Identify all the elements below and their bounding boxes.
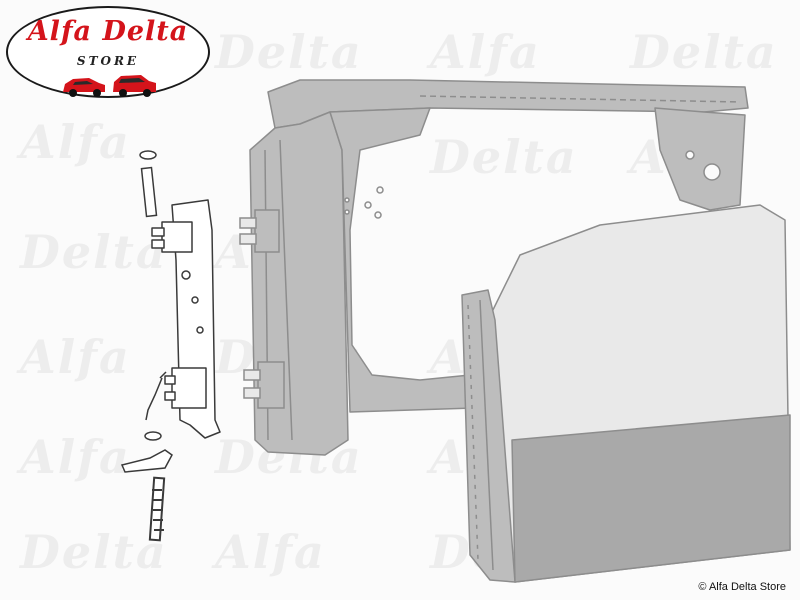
logo-brand-text: Alfa Delta <box>27 16 189 47</box>
logo-oval <box>6 6 210 98</box>
red-cars-icon <box>63 75 156 97</box>
hinge-plate <box>151 199 221 439</box>
frame-hinge-upper <box>239 209 280 253</box>
check-spring <box>145 371 167 421</box>
store-logo[interactable]: Alfa Delta STORE <box>6 6 212 100</box>
hinge-pin-lower <box>148 476 166 542</box>
door-panel <box>461 204 791 583</box>
frame-hinge-lower <box>243 361 285 409</box>
hinge-pin-upper <box>139 150 158 218</box>
copyright-text: © Alfa Delta Store <box>698 581 786 593</box>
hinge-arm <box>120 449 173 473</box>
logo-store-text: STORE <box>76 54 140 68</box>
hinge-washer <box>144 431 162 441</box>
